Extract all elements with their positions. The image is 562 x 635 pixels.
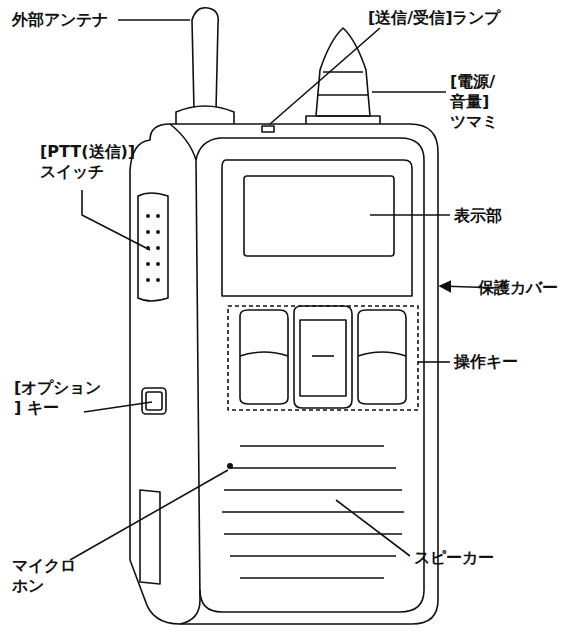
part-label: スピーカー: [414, 548, 494, 568]
part-label: 操作キー: [454, 352, 518, 372]
part-label: 表示部: [454, 206, 502, 226]
part-label: [電源/音量] ツマミ: [450, 72, 498, 132]
part-label: 外部アンテナ: [12, 10, 108, 30]
part-label: マイクロ ホン: [12, 556, 76, 596]
part-label: [オプション ] キー: [14, 378, 101, 418]
part-label: [PTT(送信)] スイッチ: [40, 142, 135, 182]
part-label: [送信/受信]ランプ: [368, 8, 500, 28]
part-label: 保護カバー: [478, 278, 558, 298]
